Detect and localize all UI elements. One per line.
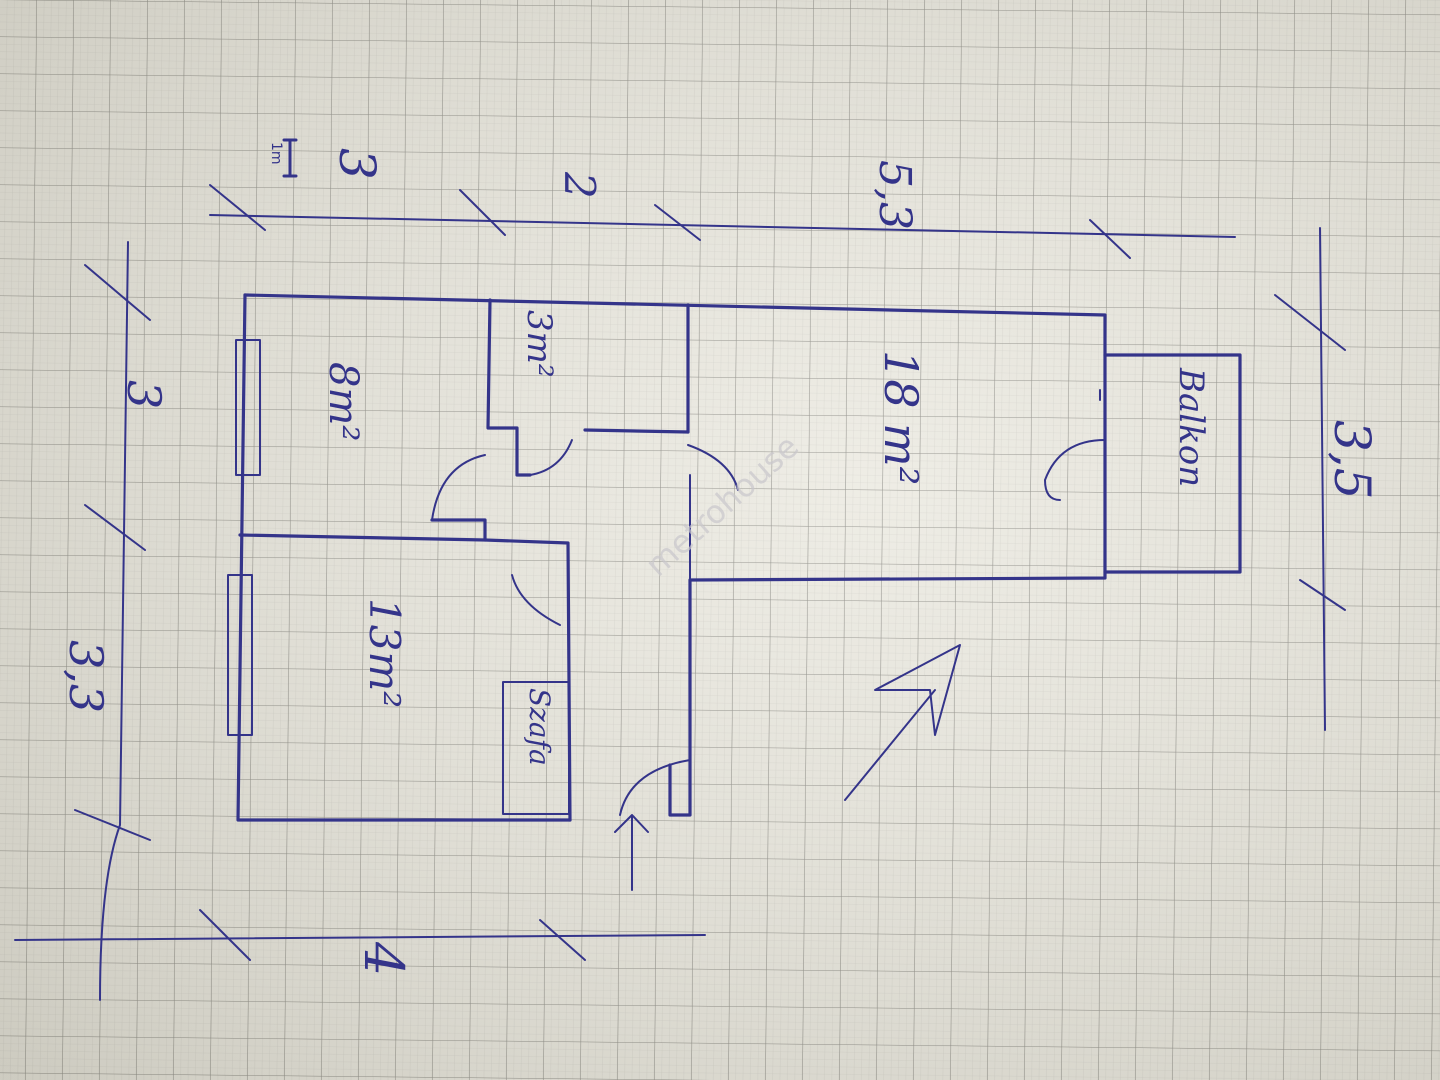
dim-right: 3,5 xyxy=(1323,420,1381,500)
dim-left-lower: 3,3 xyxy=(59,640,113,713)
north-arrow-icon xyxy=(844,644,961,801)
wardrobe-box xyxy=(502,681,570,815)
dim-top-middle: 2 xyxy=(555,171,604,199)
dimension-lines xyxy=(14,138,1346,1001)
wardrobe-label: Szafa xyxy=(523,688,556,766)
entrance-arrow-icon xyxy=(614,814,649,891)
dim-top-right: 5,3 xyxy=(869,160,920,230)
walls xyxy=(236,293,1242,822)
dim-left-upper: 3 xyxy=(117,380,171,409)
windows xyxy=(227,339,570,815)
room-label-18: 18 m² xyxy=(874,350,928,485)
doors xyxy=(431,389,1106,816)
room-label-8: 8m² xyxy=(320,362,366,441)
labels: 1m 3 2 5,3 3 3,3 3,5 4 8m² 3m² 18 m² 13m… xyxy=(59,142,1381,976)
dim-bottom: 4 xyxy=(352,941,415,976)
window-left-bottom xyxy=(227,574,253,736)
room-label-3: 3m² xyxy=(519,310,559,378)
dim-top-left: 3 xyxy=(328,148,386,180)
scale-label: 1m xyxy=(268,142,284,165)
room-label-13: 13m² xyxy=(360,598,409,708)
window-left-top xyxy=(235,339,261,476)
balcony-label: Balkon xyxy=(1171,367,1211,487)
